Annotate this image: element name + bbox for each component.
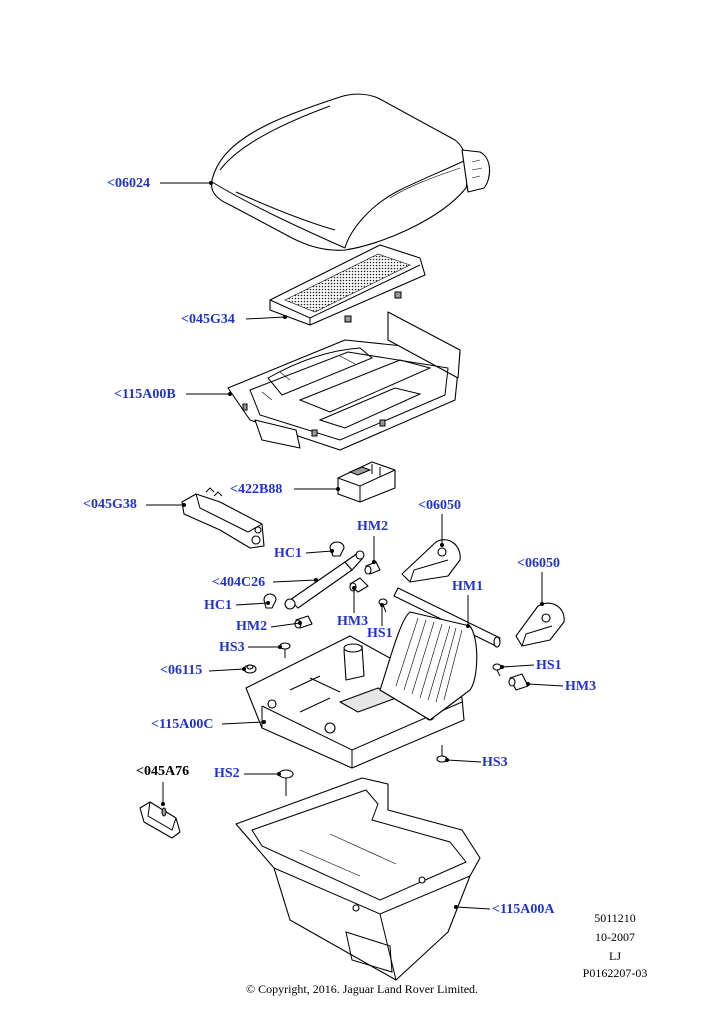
screw-hs3-upper — [279, 642, 291, 658]
hinge-block-left-part — [401, 539, 461, 583]
callout-hs2[interactable]: HS2 — [214, 766, 240, 781]
pin-hm3-right — [508, 673, 529, 691]
callout-hc1-lower[interactable]: HC1 — [204, 598, 232, 613]
leader-lines — [146, 181, 564, 910]
latch-housing-part — [337, 461, 396, 503]
grommet-06115 — [243, 664, 257, 674]
screw-hs1-right — [492, 663, 502, 677]
callout-hs3-lower[interactable]: HS3 — [482, 755, 508, 770]
pin-hm2-lower — [294, 615, 313, 629]
callout-115A00A[interactable]: <115A00A — [492, 902, 555, 917]
callout-045G34[interactable]: <045G34 — [181, 312, 235, 327]
callout-404C26[interactable]: <404C26 — [212, 575, 266, 590]
callout-422B88[interactable]: <422B88 — [230, 482, 283, 497]
screw-hs2 — [278, 769, 294, 796]
callout-045A76: <045A76 — [136, 764, 190, 779]
lower-bin-part — [235, 777, 481, 981]
callout-hs3-upper[interactable]: HS3 — [219, 640, 245, 655]
callout-06050-left[interactable]: <06050 — [418, 498, 461, 513]
callout-hm2-upper[interactable]: HM2 — [357, 519, 389, 534]
pin-hm3-upper — [349, 577, 369, 593]
callout-045G38[interactable]: <045G38 — [83, 497, 137, 512]
hinge-bracket-part — [181, 487, 265, 549]
callout-hm3-upper[interactable]: HM3 — [337, 614, 369, 629]
screw-hs3-lower — [436, 745, 448, 763]
callout-hm2-lower[interactable]: HM2 — [236, 619, 268, 634]
clip-hc1-lower — [263, 593, 277, 609]
drawing-number: 5011210 — [594, 911, 636, 925]
callout-115A00B[interactable]: <115A00B — [114, 387, 176, 402]
pin-hm2-upper — [364, 561, 381, 575]
drawing-date: 10-2007 — [595, 930, 635, 944]
callout-115A00C[interactable]: <115A00C — [151, 717, 214, 732]
callout-hm3-right[interactable]: HM3 — [565, 679, 597, 694]
callout-06024[interactable]: <06024 — [107, 176, 150, 191]
callout-hs1-right[interactable]: HS1 — [536, 658, 562, 673]
callout-hs1-upper[interactable]: HS1 — [367, 626, 393, 641]
clip-hc1-upper — [329, 541, 345, 557]
small-cover-part — [139, 801, 181, 839]
drawing-initials: LJ — [609, 949, 621, 963]
upper-tray-part — [227, 311, 461, 451]
callout-06050-right[interactable]: <06050 — [517, 556, 560, 571]
callout-hm1[interactable]: HM1 — [452, 579, 484, 594]
gas-strut-part — [284, 550, 365, 610]
mesh-tray-part — [269, 244, 426, 326]
hinge-comb-part — [379, 611, 478, 721]
armrest-lid-part — [210, 93, 491, 251]
hinge-block-right-part — [515, 602, 565, 647]
copyright-notice: © Copyright, 2016. Jaguar Land Rover Lim… — [245, 982, 479, 996]
callout-06115[interactable]: <06115 — [160, 663, 203, 678]
callout-hc1-upper[interactable]: HC1 — [274, 546, 302, 561]
drawing-reference: P0162207-03 — [582, 966, 648, 980]
